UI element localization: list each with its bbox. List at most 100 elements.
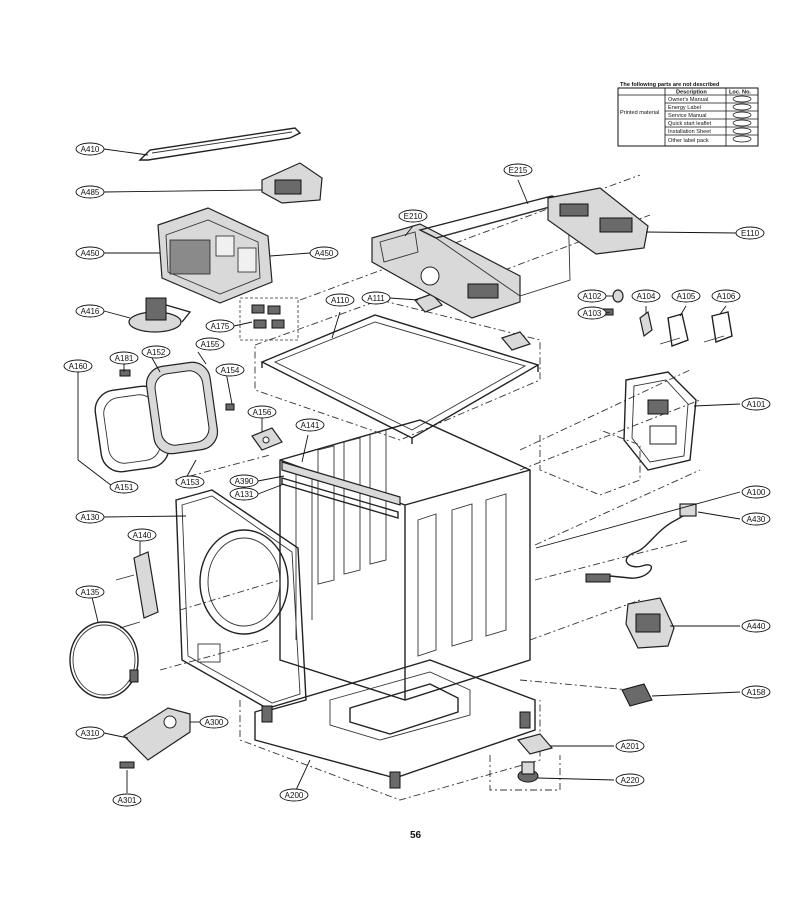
callout-a135: A135 [75,585,105,599]
callout-a301: A301 [112,793,142,807]
svg-text:E210: E210 [404,212,423,221]
noise-filter [625,597,675,649]
callout-a110: A110 [325,293,355,307]
callout-a155: A155 [195,337,225,351]
callout-a310: A310 [75,726,105,740]
svg-text:A104: A104 [637,292,656,301]
door-hinge [115,551,159,629]
table-row-description: Quick start leaflet [668,121,712,127]
callout-e110: E110 [735,226,765,240]
callout-a101: A101 [741,397,771,411]
svg-text:A110: A110 [331,296,350,305]
callout-e210: E210 [398,209,428,223]
table-row-description: Installation Sheet [668,129,711,135]
callout-a106: A106 [711,289,741,303]
callout-a154: A154 [215,363,245,377]
callout-a140: A140 [127,528,157,542]
table-row: Installation Sheet [665,127,758,136]
main-pcb-assembly [157,207,273,304]
callout-a450-left: A450 [75,246,105,260]
drain-pump [128,297,192,333]
svg-text:A102: A102 [583,292,602,301]
svg-text:A175: A175 [211,322,230,331]
top-plate [260,314,540,444]
svg-text:A154: A154 [221,366,240,375]
svg-text:E215: E215 [509,166,528,175]
callout-a201: A201 [615,739,645,753]
table-row: Other label pack [668,135,752,144]
table-row: Owner's Manual [665,95,758,104]
front-frame-bars [281,461,401,519]
page-number: 56 [410,830,422,841]
door-assembly [94,361,219,473]
svg-text:A103: A103 [583,309,602,318]
callout-a390: A390 [229,474,259,488]
parts-table-header-loc: Loc. No. [729,90,752,96]
table-row: Energy Label [665,103,758,112]
callout-a300: A300 [199,715,229,729]
control-panel [371,223,521,319]
svg-text:A440: A440 [747,622,766,631]
svg-text:E110: E110 [741,229,760,238]
callout-a153: A153 [175,475,205,489]
callout-a104: A104 [631,289,661,303]
svg-text:A160: A160 [69,362,88,371]
rear-cover [623,371,697,471]
table-row-description: Service Manual [668,113,707,119]
cabinet-frame [279,419,531,701]
connector-clips [239,297,299,341]
callout-a105: A105 [671,289,701,303]
callout-a103: A103 [577,306,607,320]
svg-text:A416: A416 [81,307,100,316]
table-row: Quick start leaflet [665,119,758,128]
callout-a450-right: A450 [309,246,339,260]
svg-text:A130: A130 [81,513,100,522]
top-hinge-brackets [413,293,532,351]
callout-a102: A102 [577,289,607,303]
lower-cover-parts [119,707,191,769]
callout-a181: A181 [109,351,139,365]
svg-text:A301: A301 [118,796,137,805]
svg-text:A156: A156 [253,408,272,417]
callout-a430: A430 [741,512,771,526]
svg-text:A155: A155 [201,340,220,349]
callout-a220: A220 [615,773,645,787]
power-cord [585,503,697,583]
callout-a156: A156 [247,405,277,419]
base-frame [254,659,536,789]
callout-e215: E215 [503,163,533,177]
callout-a410: A410 [75,142,105,156]
callout-a175: A175 [205,319,235,333]
svg-text:A390: A390 [235,477,254,486]
callout-a160: A160 [63,359,93,373]
svg-text:A106: A106 [717,292,736,301]
callout-a440: A440 [741,619,771,633]
svg-text:A410: A410 [81,145,100,154]
svg-text:A152: A152 [147,348,166,357]
parts-table: The following parts are not described De… [617,82,759,147]
svg-text:A140: A140 [133,531,152,540]
svg-text:A430: A430 [747,515,766,524]
leader-lines [77,148,741,793]
svg-text:A151: A151 [115,483,134,492]
callout-a200: A200 [279,788,309,802]
control-pcb [547,187,649,255]
parts-table-title: The following parts are not described [620,82,720,88]
svg-text:A153: A153 [181,478,200,487]
svg-text:A181: A181 [115,354,134,363]
callout-a485: A485 [75,185,105,199]
svg-text:A485: A485 [81,188,100,197]
callout-a130: A130 [75,510,105,524]
svg-text:A200: A200 [285,791,304,800]
callout-a131: A131 [229,487,259,501]
top-bracket-bar [138,127,302,161]
svg-text:A450: A450 [81,249,100,258]
display-pcb [261,162,323,204]
table-row-description: Other label pack [668,138,709,144]
clamp-ring [69,621,139,699]
callout-a111: A111 [361,291,391,305]
svg-text:A201: A201 [621,742,640,751]
table-row: Service Manual [665,111,758,120]
callout-a100: A100 [741,485,771,499]
